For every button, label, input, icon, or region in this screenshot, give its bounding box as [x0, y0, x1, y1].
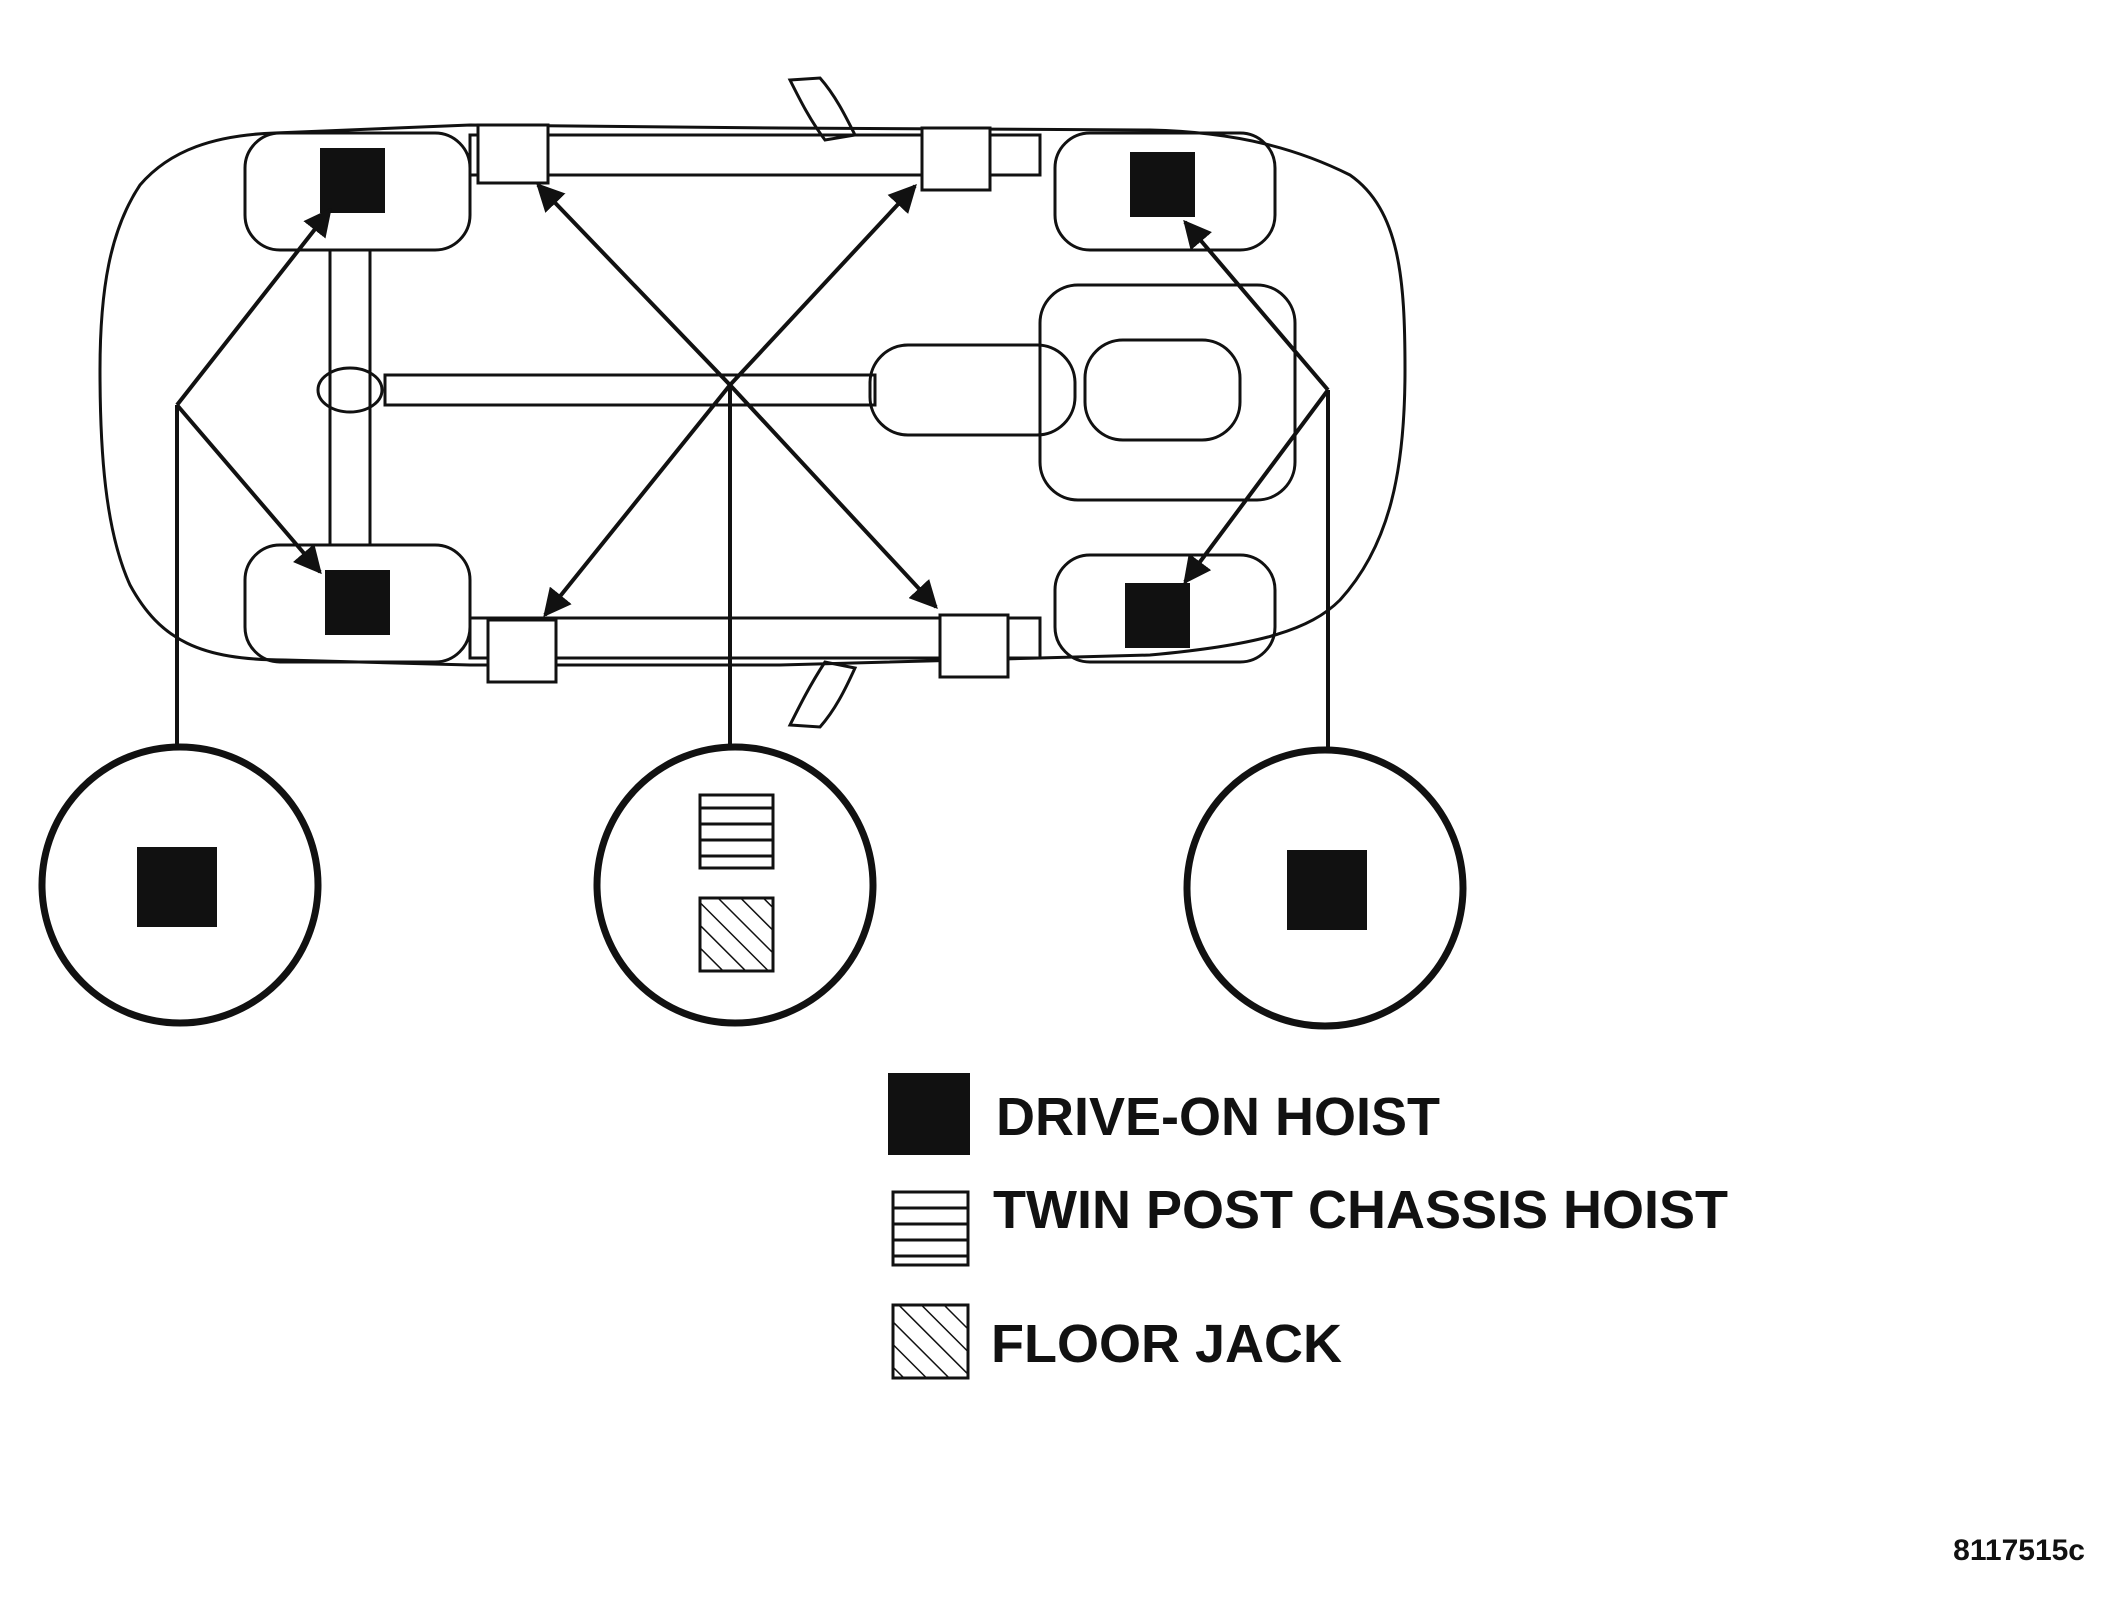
- lift-pad-front-right: [486, 618, 558, 684]
- leader-center-to-rear-right-pad: [728, 383, 938, 610]
- differential-front: [316, 366, 384, 414]
- spare-tire-well: [1083, 338, 1242, 442]
- drive-on-point-rear-left: [1130, 152, 1195, 217]
- legend: DRIVE-ON HOIST TWIN POST CHASSIS HOIST F…: [888, 1073, 1728, 1380]
- front-cross-member: [328, 248, 372, 547]
- legend-floor-jack-label: FLOOR JACK: [991, 1314, 1342, 1374]
- wheel-rear-right: [1053, 553, 1277, 664]
- mirror-top: [787, 76, 858, 142]
- leader-lines: [175, 182, 1330, 748]
- mirror-bottom: [787, 660, 858, 729]
- drive-on-hoist-points: [320, 148, 1195, 648]
- callout-circles: [38, 743, 1467, 1030]
- figure-id: 8117515c: [1953, 1534, 2085, 1567]
- leader-right-to-rear-left: [1183, 219, 1330, 392]
- driveshaft: [383, 373, 877, 407]
- fuel-tank: [1038, 283, 1297, 502]
- callout-right-drive-on-symbol: [1287, 850, 1367, 930]
- wheel-rear-left: [1053, 131, 1277, 252]
- callout-center-floor-jack-symbol: [698, 896, 775, 973]
- callout-left-drive-on-symbol: [137, 847, 217, 927]
- legend-drive-on-label: DRIVE-ON HOIST: [996, 1087, 1440, 1147]
- frame-rail-bottom: [468, 616, 1042, 660]
- drive-on-point-rear-right: [1125, 583, 1190, 648]
- lift-pad-rear-right: [938, 613, 1010, 679]
- vehicle-body-outline: [98, 123, 1407, 667]
- leader-right-to-rear-right: [1183, 388, 1330, 585]
- callout-symbols: [137, 793, 1367, 973]
- leader-left-to-front-right: [175, 403, 322, 575]
- leader-center-to-front-left-pad: [536, 182, 732, 387]
- leader-center-to-rear-left-pad: [728, 183, 917, 387]
- leader-center-to-front-right-pad: [543, 383, 732, 618]
- callout-center-twin-post-symbol: [698, 793, 775, 870]
- callout-circle-center: [593, 743, 877, 1027]
- leader-left-to-front-left: [175, 207, 332, 407]
- frame-rail-top: [468, 133, 1042, 177]
- lift-pad-rear-left: [920, 126, 992, 192]
- vehicle: [98, 76, 1407, 729]
- legend-drive-on-symbol: [888, 1073, 970, 1155]
- muffler: [868, 343, 1077, 437]
- legend-floor-jack-symbol: [891, 1303, 970, 1380]
- drive-on-point-front-right: [325, 570, 390, 635]
- lift-pad-front-left: [476, 123, 550, 185]
- legend-twin-post-symbol: [891, 1190, 970, 1267]
- drive-on-point-front-left: [320, 148, 385, 213]
- legend-twin-post-label: TWIN POST CHASSIS HOIST: [993, 1180, 1728, 1240]
